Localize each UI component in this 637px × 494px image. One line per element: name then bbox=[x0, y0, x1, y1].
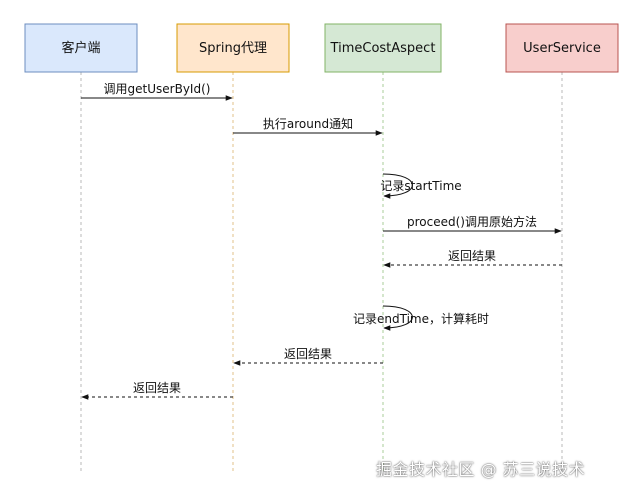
participant-client-label: 客户端 bbox=[61, 40, 100, 56]
participant-client: 客户端 bbox=[24, 23, 138, 73]
message-self-start-time: 记录startTime bbox=[380, 173, 462, 199]
message-around-advice: 执行around通知 bbox=[233, 117, 383, 136]
message-return-to-aspect: 返回结果 bbox=[383, 249, 562, 268]
self-call-arrow bbox=[382, 173, 413, 199]
participant-client-box bbox=[24, 23, 138, 73]
message-label: 记录startTime bbox=[380, 179, 461, 193]
participant-service: UserService bbox=[505, 23, 619, 73]
message-label: 调用getUserById() bbox=[104, 82, 211, 96]
message-proceed: proceed()调用原始方法 bbox=[383, 214, 562, 234]
message-label: 返回结果 bbox=[448, 249, 496, 263]
participant-spring-label: Spring代理 bbox=[199, 41, 267, 56]
participant-service-label: UserService bbox=[523, 41, 601, 56]
message-label: proceed()调用原始方法 bbox=[407, 214, 537, 229]
participant-aspect-label: TimeCostAspect bbox=[330, 41, 436, 56]
participant-spring-box bbox=[176, 23, 290, 73]
participant-service-box bbox=[505, 23, 619, 73]
message-label: 返回结果 bbox=[284, 347, 332, 361]
participant-aspect: TimeCostAspect bbox=[324, 23, 442, 73]
message-label: 执行around通知 bbox=[263, 117, 353, 131]
participant-aspect-box bbox=[324, 23, 442, 73]
self-call-arrow bbox=[382, 305, 413, 331]
message-return-to-spring: 返回结果 bbox=[233, 347, 383, 366]
watermark: 掘金技术社区 @ 苏三说技术 bbox=[376, 460, 586, 479]
message-return-to-client: 返回结果 bbox=[81, 381, 233, 400]
message-call-getuserbyid: 调用getUserById() bbox=[81, 82, 233, 101]
message-label: 返回结果 bbox=[133, 381, 181, 395]
message-self-end-time: 记录endTime，计算耗时 bbox=[353, 305, 489, 331]
message-label: 记录endTime，计算耗时 bbox=[353, 311, 489, 326]
participant-spring: Spring代理 bbox=[176, 23, 290, 73]
